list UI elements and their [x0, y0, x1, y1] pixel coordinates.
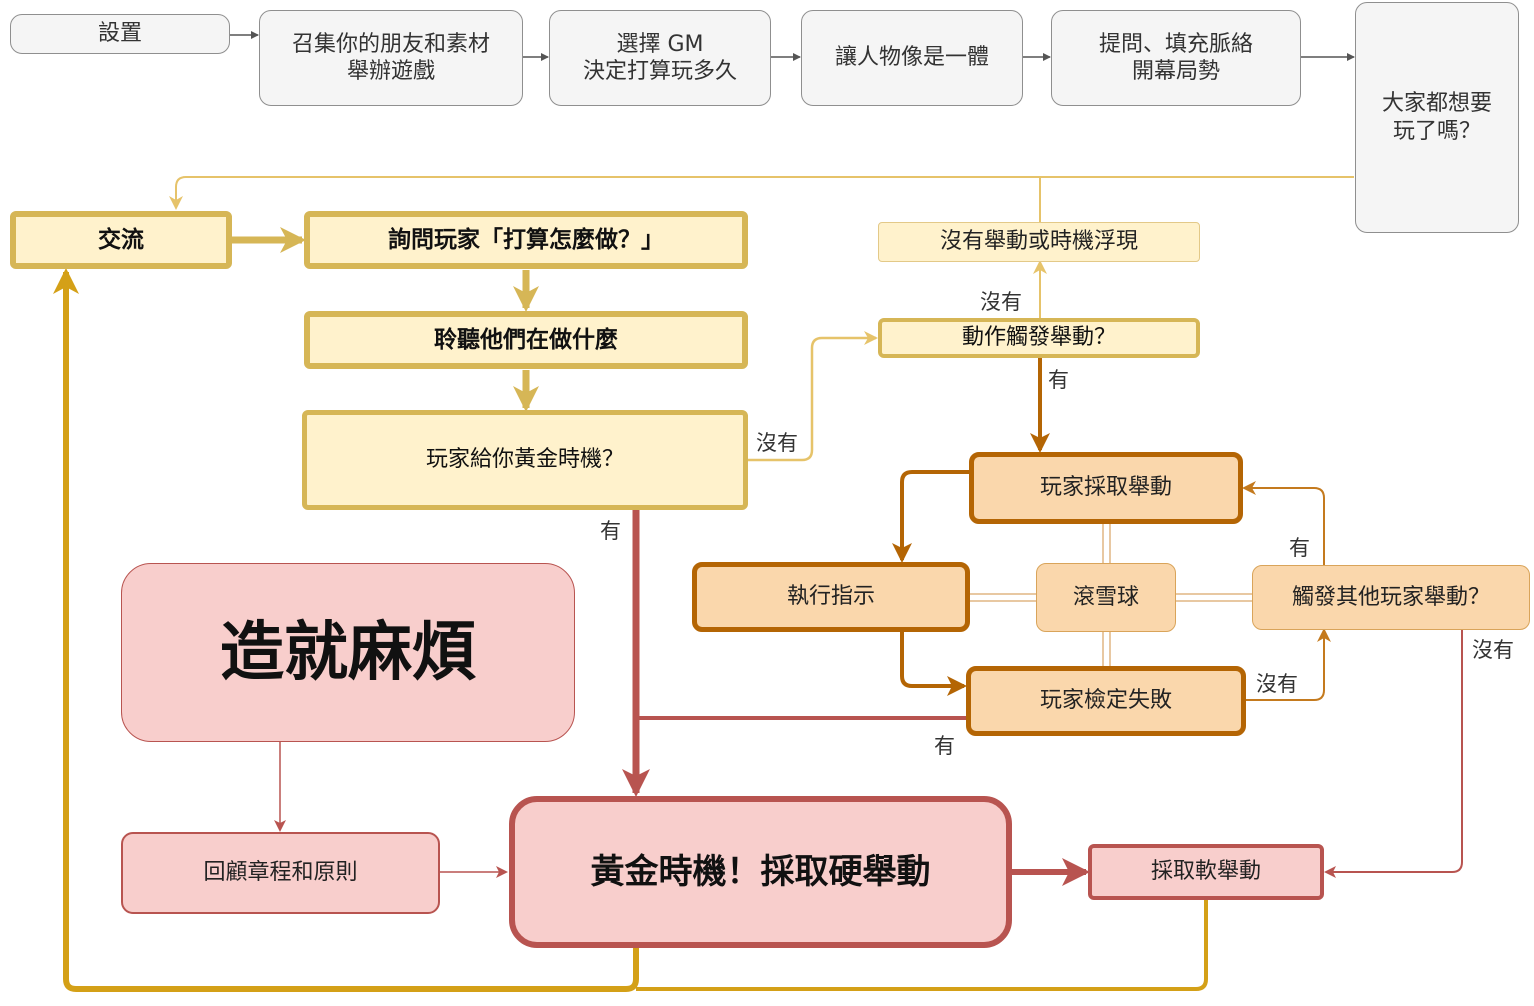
other-trigger-box: 觸發其他玩家舉動？ [1252, 565, 1530, 630]
choose-gm-label: 選擇 GM 決定打算玩多久 [582, 31, 737, 85]
player-move-box: 玩家採取舉動 [969, 452, 1243, 524]
edge-label-yes-golden: 有 [600, 519, 621, 543]
roll-fail-box: 玩家檢定失敗 [966, 666, 1246, 736]
edge-label-yes-fail: 有 [934, 734, 955, 758]
other-trigger-label: 觸發其他玩家舉動？ [1291, 584, 1490, 610]
questions-box: 提問、填充脈絡 開幕局勢 [1051, 10, 1301, 106]
snowball-label: 滾雪球 [1072, 584, 1139, 610]
edge-label-no-fail: 沒有 [1256, 672, 1298, 696]
ready-box: 大家都想要 玩了嗎？ [1355, 2, 1519, 233]
choose-gm-box: 選擇 GM 決定打算玩多久 [549, 10, 771, 106]
no-move-label: 沒有舉動或時機浮現 [939, 229, 1138, 255]
characters-label: 讓人物像是一體 [834, 45, 989, 71]
edge-label-yes-other: 有 [1289, 536, 1310, 560]
roll-fail-label: 玩家檢定失敗 [1039, 688, 1172, 714]
hard-move-label: 黃金時機！採取硬舉動 [590, 851, 931, 892]
exchange-label: 交流 [98, 226, 144, 253]
golden-question-box: 玩家給你黃金時機？ [302, 410, 748, 510]
follow-instructions-box: 執行指示 [692, 562, 970, 632]
edge-label-yes-trigger: 有 [1048, 368, 1069, 392]
listen-box: 聆聽他們在做什麼 [304, 311, 748, 369]
gather-friends-label: 召集你的朋友和素材 舉辦遊戲 [291, 31, 490, 85]
no-move-box: 沒有舉動或時機浮現 [878, 222, 1200, 262]
listen-label: 聆聽他們在做什麼 [434, 326, 618, 353]
gather-friends-box: 召集你的朋友和素材 舉辦遊戲 [259, 10, 523, 106]
snowball-box: 滾雪球 [1036, 563, 1176, 632]
action-trigger-box: 動作觸發舉動？ [878, 318, 1200, 358]
questions-label: 提問、填充脈絡 開幕局勢 [1098, 31, 1253, 85]
soft-move-box: 採取軟舉動 [1088, 844, 1324, 900]
setting-box: 設置 [10, 14, 230, 54]
follow-instructions-label: 執行指示 [786, 584, 875, 610]
edge-label-no-trigger: 沒有 [980, 290, 1022, 314]
make-trouble-title: 造就麻煩 [220, 615, 476, 690]
make-trouble-box: 造就麻煩 [121, 563, 575, 742]
hard-move-box: 黃金時機！採取硬舉動 [509, 796, 1012, 948]
golden-question-label: 玩家給你黃金時機？ [425, 447, 624, 473]
review-label: 回顧章程和原則 [203, 860, 358, 886]
edge-label-no-other: 沒有 [1472, 638, 1514, 662]
setting-label: 設置 [97, 21, 142, 47]
review-box: 回顧章程和原則 [121, 832, 440, 914]
ask-players-box: 詢問玩家「打算怎麼做？」 [304, 211, 748, 269]
exchange-box: 交流 [10, 211, 232, 269]
edge-label-no-golden: 沒有 [756, 431, 798, 455]
ask-players-label: 詢問玩家「打算怎麼做？」 [388, 226, 664, 253]
ready-label: 大家都想要 玩了嗎？ [1381, 91, 1492, 144]
action-trigger-label: 動作觸發舉動？ [961, 325, 1116, 351]
player-move-label: 玩家採取舉動 [1039, 475, 1172, 501]
soft-move-label: 採取軟舉動 [1150, 859, 1261, 885]
characters-box: 讓人物像是一體 [801, 10, 1023, 106]
